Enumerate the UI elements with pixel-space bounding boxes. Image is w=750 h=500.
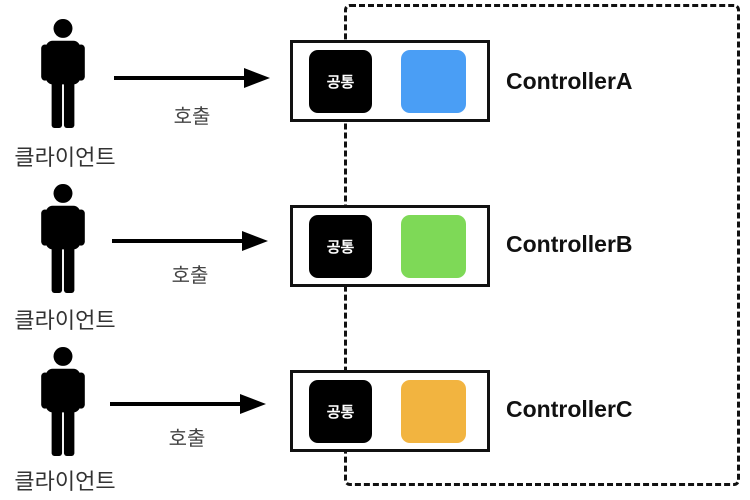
common-block: 공통	[309, 215, 372, 278]
call-label: 호출	[168, 426, 206, 450]
arrow-right-icon	[110, 394, 266, 414]
controller-box: 공통	[290, 205, 490, 287]
controller-row-a: 클라이언트 호출 공통 ControllerA	[0, 0, 750, 171]
controller-row-b: 클라이언트 호출 공통 ControllerB	[0, 165, 750, 334]
client-label: 클라이언트	[14, 470, 116, 495]
controller-logic-block	[401, 50, 466, 113]
call-label: 호출	[173, 104, 211, 128]
controller-logic-block	[401, 215, 466, 278]
arrow-right-icon	[112, 231, 268, 251]
controller-name: ControllerB	[506, 231, 633, 257]
arrow-right-icon	[114, 68, 270, 88]
common-block: 공통	[309, 380, 372, 443]
person-icon	[41, 346, 85, 456]
person-icon	[41, 183, 85, 293]
controller-name: ControllerC	[506, 396, 633, 422]
person-icon	[41, 18, 85, 128]
controller-name: ControllerA	[506, 68, 633, 94]
controller-box: 공통	[290, 40, 490, 122]
controller-row-c: 클라이언트 호출 공통 ControllerC	[0, 330, 750, 495]
controller-box: 공통	[290, 370, 490, 452]
client-label: 클라이언트	[14, 309, 116, 334]
controller-logic-block	[401, 380, 466, 443]
call-label: 호출	[171, 263, 209, 287]
client-label: 클라이언트	[14, 146, 116, 171]
common-block: 공통	[309, 50, 372, 113]
